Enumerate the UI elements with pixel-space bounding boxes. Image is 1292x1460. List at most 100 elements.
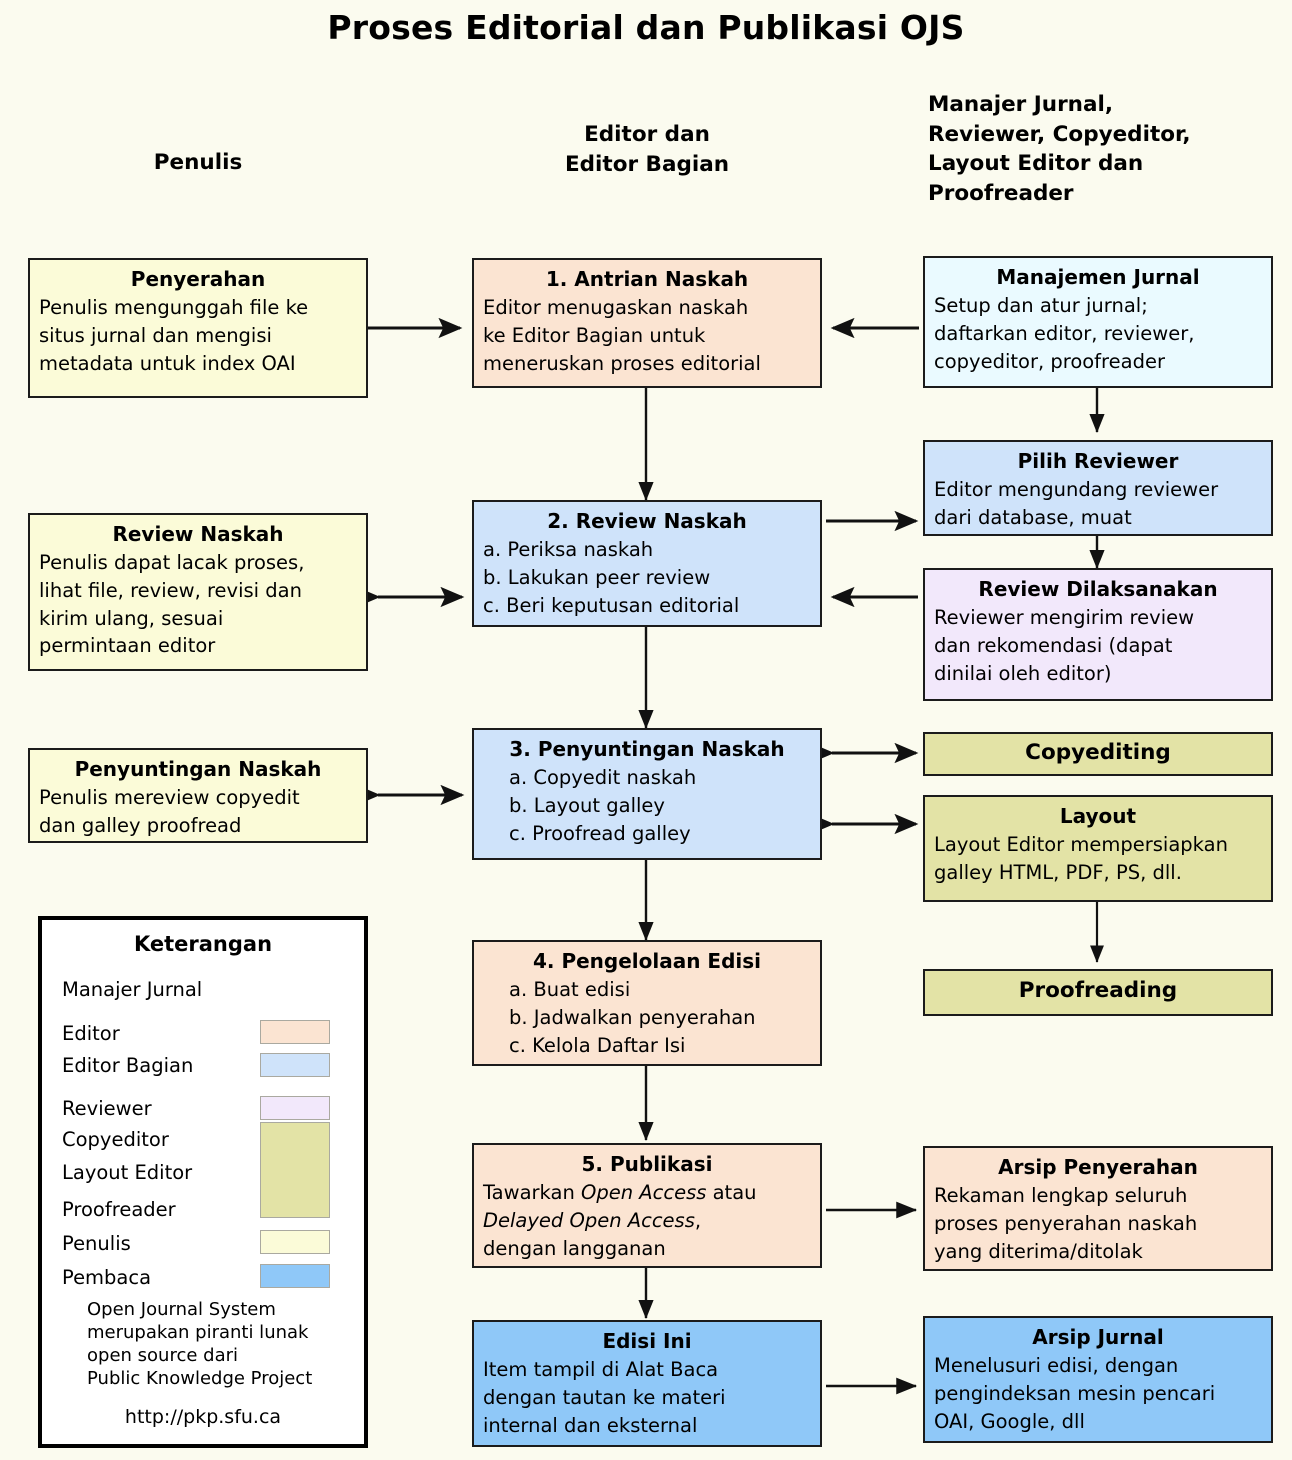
legend-item-label: Proofreader (62, 1198, 176, 1221)
node-copyediting[interactable]: Copyediting (923, 732, 1273, 776)
node-line: situs jurnal dan mengisi (39, 324, 272, 348)
node-line: Tawarkan Open Access atau (483, 1181, 757, 1205)
node-line: a. Buat edisi (509, 978, 631, 1002)
node-title: Edisi Ini (602, 1329, 692, 1353)
legend-item-label: Editor Bagian (62, 1054, 194, 1077)
node-title: Copyediting (1025, 739, 1171, 765)
legend-swatch (260, 1053, 330, 1077)
legend-item-label: Pembaca (62, 1266, 152, 1289)
node-publikasi[interactable]: 5. Publikasi Tawarkan Open Access atau D… (472, 1143, 822, 1268)
node-pilih-reviewer[interactable]: Pilih Reviewer Editor mengundang reviewe… (923, 440, 1273, 536)
legend-item-label: Penulis (62, 1232, 131, 1255)
node-line: dengan langganan (483, 1236, 666, 1260)
node-line: dan rekomendasi (dapat (934, 634, 1173, 658)
legend-swatch (260, 1020, 330, 1044)
node-line: b. Lakukan peer review (483, 566, 711, 590)
node-title: 2. Review Naskah (547, 509, 747, 533)
node-title: Arsip Jurnal (1032, 1325, 1164, 1349)
node-line: dengan tautan ke materi (483, 1386, 726, 1410)
page-title: Proses Editorial dan Publikasi OJS (327, 8, 965, 47)
node-line: pengindeksan mesin pencari (934, 1382, 1216, 1406)
node-title: Manajemen Jurnal (996, 265, 1200, 289)
column-heading-penulis: Penulis (28, 148, 368, 178)
node-line: Editor mengundang reviewer (934, 478, 1219, 502)
node-title: 5. Publikasi (581, 1152, 713, 1176)
legend-title: Keterangan (133, 932, 273, 956)
node-arsip-jurnal[interactable]: Arsip Jurnal Menelusuri edisi, dengan pe… (923, 1316, 1273, 1443)
node-line: Delayed Open Access, (483, 1209, 702, 1233)
node-line: daftarkan editor, reviewer, (934, 322, 1195, 346)
node-title: Review Dilaksanakan (978, 577, 1218, 601)
node-line: metadata untuk index OAI (39, 351, 296, 375)
node-line: c. Beri keputusan editorial (483, 593, 740, 617)
node-proofreading[interactable]: Proofreading (923, 969, 1273, 1016)
node-line: b. Jadwalkan penyerahan (509, 1006, 756, 1030)
node-line: proses penyerahan naskah (934, 1212, 1198, 1236)
node-line: Reviewer mengirim review (934, 606, 1195, 630)
node-title: Review Naskah (112, 522, 284, 546)
legend-item-label: Copyeditor (62, 1128, 169, 1151)
node-review-dilaksanakan[interactable]: Review Dilaksanakan Reviewer mengirim re… (923, 568, 1273, 701)
node-arsip-penyerahan[interactable]: Arsip Penyerahan Rekaman lengkap seluruh… (923, 1146, 1273, 1271)
node-penyuntingan-naskah[interactable]: 3. Penyuntingan Naskah a. Copyedit naska… (472, 728, 822, 860)
node-line: meneruskan proses editorial (483, 351, 761, 375)
node-title: 4. Pengelolaan Edisi (532, 949, 762, 973)
node-layout[interactable]: Layout Layout Editor mempersiapkan galle… (923, 795, 1273, 902)
node-review-naskah-penulis[interactable]: Review Naskah Penulis dapat lacak proses… (28, 513, 368, 671)
legend-item-label: Editor (62, 1022, 120, 1045)
node-line: dari database, muat (934, 506, 1132, 530)
node-line: Setup dan atur jurnal; (934, 294, 1148, 318)
node-manajemen-jurnal[interactable]: Manajemen Jurnal Setup dan atur jurnal; … (923, 256, 1273, 388)
node-line: Rekaman lengkap seluruh (934, 1184, 1188, 1208)
legend-item-label: Reviewer (62, 1097, 152, 1120)
node-title: Arsip Penyerahan (998, 1155, 1198, 1179)
node-pengelolaan-edisi[interactable]: 4. Pengelolaan Edisi a. Buat edisi b. Ja… (472, 940, 822, 1066)
node-line: Penulis mereview copyedit (39, 786, 300, 810)
legend-swatch (260, 1096, 330, 1120)
node-title: Pilih Reviewer (1017, 449, 1179, 473)
node-line: dinilai oleh editor) (934, 661, 1112, 685)
legend-swatch (260, 1230, 330, 1254)
node-line: lihat file, review, revisi dan (39, 579, 302, 603)
node-title: 1. Antrian Naskah (545, 267, 749, 291)
legend-url: http://pkp.sfu.ca (124, 1406, 282, 1428)
node-line: Penulis dapat lacak proses, (39, 551, 305, 575)
node-line: kirim ulang, sesuai (39, 606, 224, 630)
node-line: a. Copyedit naskah (509, 766, 697, 790)
legend-swatch (260, 1264, 330, 1288)
node-review-naskah[interactable]: 2. Review Naskah a. Periksa naskah b. La… (472, 500, 822, 627)
node-line: ke Editor Bagian untuk (483, 324, 706, 348)
node-title: Penyerahan (130, 267, 266, 291)
node-line: Penulis mengunggah file ke (39, 296, 309, 320)
node-line: yang diterima/ditolak (934, 1239, 1143, 1263)
node-line: permintaan editor (39, 634, 216, 658)
node-line: OAI, Google, dll (934, 1409, 1085, 1433)
node-line: internal dan eksternal (483, 1413, 698, 1437)
node-line: b. Layout galley (509, 794, 665, 818)
node-line: a. Periksa naskah (483, 538, 654, 562)
node-line: c. Proofread galley (509, 821, 691, 845)
node-line: Layout Editor mempersiapkan (934, 833, 1228, 857)
node-penyerahan[interactable]: Penyerahan Penulis mengunggah file ke si… (28, 258, 368, 398)
node-line: c. Kelola Daftar Isi (509, 1033, 686, 1057)
column-heading-label: Penulis (153, 150, 243, 175)
node-line: copyeditor, proofreader (934, 349, 1165, 373)
node-line: Editor menugaskan naskah (483, 296, 749, 320)
node-line: dan galley proofread (39, 814, 242, 838)
node-line: Item tampil di Alat Baca (483, 1358, 719, 1382)
legend-item-label: Layout Editor (62, 1161, 193, 1184)
node-title: Proofreading (1018, 978, 1178, 1004)
node-title: Layout (1059, 804, 1137, 828)
node-edisi-ini[interactable]: Edisi Ini Item tampil di Alat Baca denga… (472, 1320, 822, 1447)
node-penyuntingan-penulis[interactable]: Penyuntingan Naskah Penulis mereview cop… (28, 748, 368, 843)
legend-item-label: Manajer Jurnal (62, 978, 203, 1001)
column-heading-others: Manajer Jurnal,Reviewer, Copyeditor,Layo… (928, 90, 1278, 209)
node-antrian-naskah[interactable]: 1. Antrian Naskah Editor menugaskan nask… (472, 258, 822, 388)
node-line: Menelusuri edisi, dengan (934, 1354, 1179, 1378)
